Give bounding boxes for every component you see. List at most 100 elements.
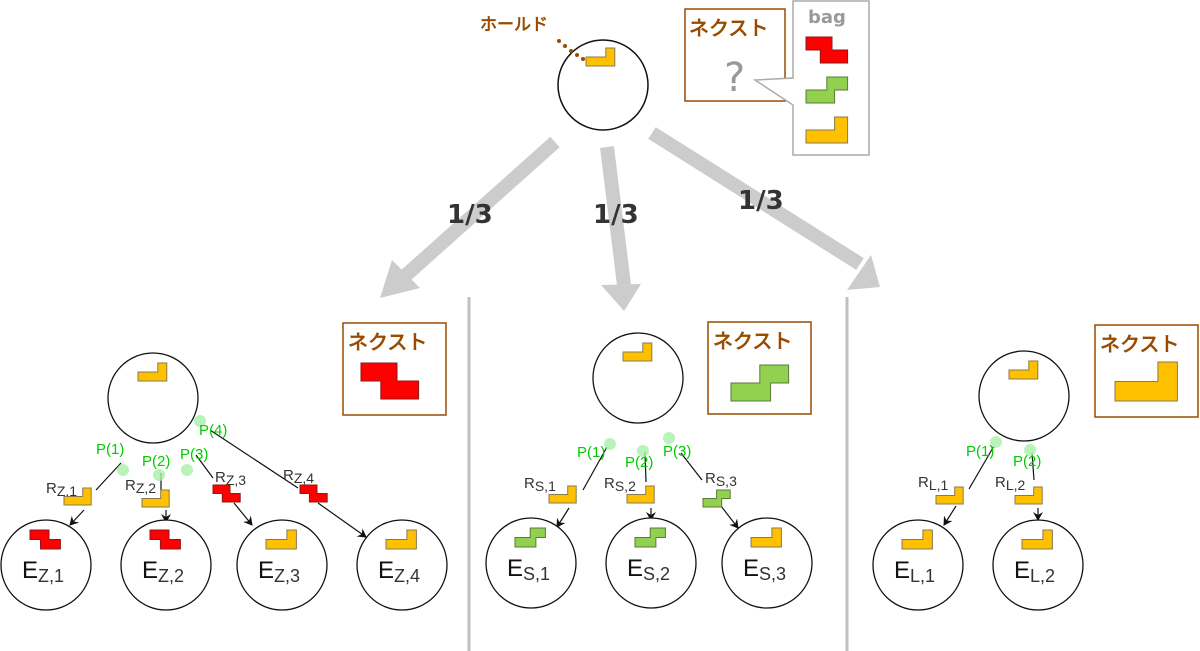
- result-label: RS,1: [524, 475, 556, 494]
- edge-arrow: [943, 505, 957, 526]
- leaf-label: EL,2: [1014, 557, 1055, 586]
- branch-hold-piece-l: [622, 342, 653, 362]
- placement-anchor-dot: [663, 432, 675, 444]
- branch-root-node-l: [978, 350, 1070, 442]
- probability-arrow-l: [648, 127, 880, 290]
- leaf-label: ES,1: [507, 555, 550, 584]
- result-label: RZ,2: [125, 477, 156, 496]
- result-piece-l: [626, 485, 655, 504]
- placement-anchor-dot: [181, 464, 193, 476]
- leaf-label: EL,1: [894, 557, 935, 586]
- placement-anchor-dot: [153, 469, 165, 481]
- placement-anchor-dot: [117, 464, 129, 476]
- next-box-l: [1094, 324, 1199, 418]
- result-label: RS,3: [705, 470, 737, 489]
- leaf-piece-s: [634, 527, 666, 548]
- placement-s-1: P(1) RS,1ES,1: [485, 438, 616, 609]
- edge-line: [644, 451, 647, 483]
- leaf-node: [872, 519, 964, 611]
- branch-hold-piece-l: [1008, 360, 1039, 380]
- placement-s-3: P(3)RS,3ES,3: [663, 432, 813, 609]
- next-title-z: ネクスト: [348, 330, 427, 354]
- edge-line: [1031, 452, 1035, 481]
- bag-piece-l: [805, 116, 849, 144]
- result-label: RZ,3: [215, 469, 246, 488]
- edge-line: [209, 429, 299, 489]
- leaf-label: ES,3: [743, 555, 786, 584]
- placement-z-4: P(4)RZ,4EZ,4: [194, 415, 448, 611]
- next-piece-s: [730, 364, 790, 402]
- next-piece-l: [1114, 361, 1178, 402]
- hold-label: ホールド: [480, 15, 548, 35]
- placement-l-2: P(2) RL,2EL,2: [992, 444, 1084, 611]
- placement-anchor-dot: [1024, 444, 1036, 456]
- leaf-node: [356, 519, 448, 611]
- unknown-next-icon: ?: [724, 55, 745, 101]
- edge-line: [195, 454, 214, 479]
- probability-label-z: 1/3: [447, 200, 493, 230]
- leaf-label: ES,2: [627, 555, 670, 584]
- leaf-node: [485, 517, 577, 609]
- probability-arrow-s: [600, 146, 641, 311]
- root-next-box: [684, 8, 786, 102]
- edge-arrow: [720, 505, 739, 529]
- placement-label: P(1): [96, 441, 124, 458]
- branches: ネクスト P(1) RZ,1EZ,1 P(2)RZ,2EZ,2P(3) RZ,3EZ,3…: [0, 321, 1199, 611]
- leaf-piece-z: [29, 529, 61, 550]
- result-piece-l: [141, 489, 170, 508]
- result-label: RL,1: [918, 474, 949, 493]
- result-label: RS,2: [604, 475, 636, 494]
- result-piece-l: [63, 487, 92, 506]
- leaf-label: EZ,3: [258, 557, 300, 586]
- leaf-label: EZ,1: [22, 557, 64, 586]
- probability-label-l: 1/3: [738, 186, 784, 216]
- probability-label-s: 1/3: [593, 200, 639, 230]
- placement-label: P(1): [966, 443, 994, 460]
- branch-l: ネクスト P(1) RL,1EL,1 P(2) RL,2EL,2: [872, 324, 1199, 611]
- placement-z-1: P(1) RZ,1EZ,1: [0, 441, 129, 611]
- branch-root-node-s: [592, 332, 684, 424]
- next-piece-z: [360, 362, 420, 400]
- leaf-node: [992, 519, 1084, 611]
- placement-anchor-dot: [604, 438, 616, 450]
- placement-z-3: P(3) RZ,3EZ,3: [180, 446, 328, 611]
- leaf-node: [0, 519, 92, 611]
- placement-label: P(4): [199, 422, 227, 439]
- probability-arrow-z: [380, 136, 560, 298]
- result-piece-s: [702, 489, 731, 508]
- bag-title: bag: [808, 7, 846, 28]
- placement-l-1: P(1) RL,1EL,1: [872, 436, 1002, 611]
- bag-piece-s: [805, 76, 849, 104]
- probability-arrows: [380, 127, 880, 311]
- branch-z: ネクスト P(1) RZ,1EZ,1 P(2)RZ,2EZ,2P(3) RZ,3EZ,3…: [0, 322, 448, 611]
- edge-arrow: [556, 507, 570, 528]
- leaf-piece-l: [265, 529, 297, 550]
- edge-line: [582, 446, 608, 491]
- leaf-piece-l: [385, 529, 417, 550]
- result-piece-l: [548, 485, 577, 504]
- leaf-node: [236, 519, 328, 611]
- hold-pointer-dots: [557, 39, 585, 61]
- leaf-node: [605, 517, 697, 609]
- hold-piece-l: [585, 47, 616, 67]
- next-title-s: ネクスト: [713, 329, 792, 353]
- edge-arrow: [317, 502, 367, 538]
- edge-line: [968, 445, 995, 490]
- result-label: RZ,1: [46, 480, 77, 499]
- leaf-label: EZ,4: [378, 557, 420, 586]
- placement-z-2: P(2)RZ,2EZ,2: [120, 453, 212, 611]
- result-label: RL,2: [995, 474, 1026, 493]
- edge-arrow: [69, 509, 85, 526]
- placement-label: P(1): [577, 444, 605, 461]
- edge-line: [95, 462, 122, 491]
- result-piece-z: [212, 484, 241, 503]
- hold-piece-l: [585, 47, 616, 67]
- result-piece-z: [299, 484, 328, 503]
- placement-label: P(3): [180, 446, 208, 463]
- next-title-l: ネクスト: [1100, 332, 1179, 356]
- placement-label: P(2): [1013, 453, 1041, 470]
- edge-arrow: [233, 502, 253, 526]
- result-piece-l: [935, 486, 964, 505]
- placement-anchor-dot: [990, 436, 1002, 448]
